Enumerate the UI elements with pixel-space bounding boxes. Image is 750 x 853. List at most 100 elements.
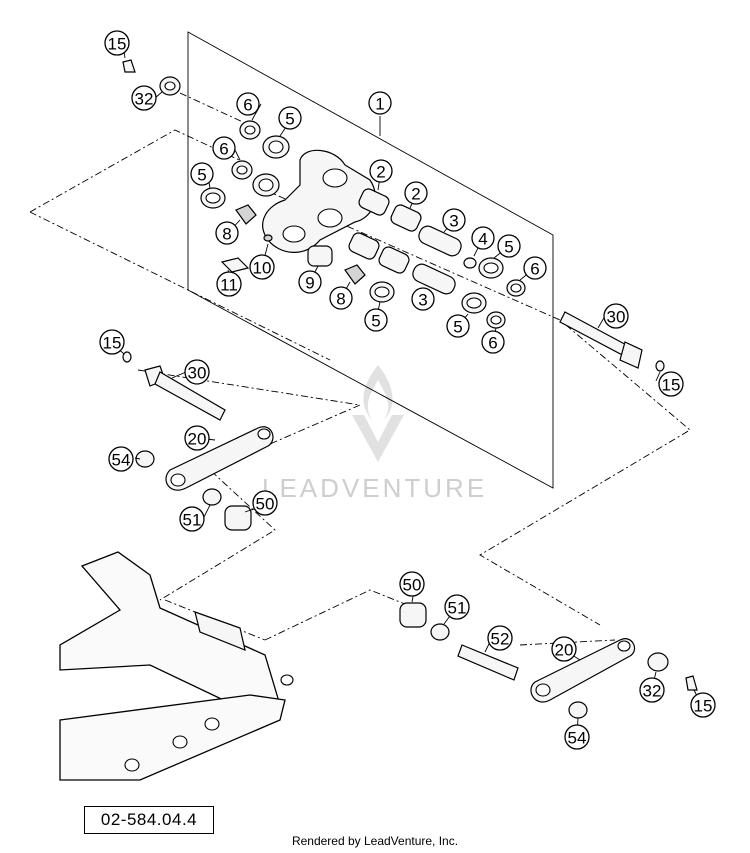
- bolt-30-right: [559, 311, 665, 372]
- callout-number: 50: [256, 495, 275, 514]
- callout-circle: [497, 234, 521, 258]
- callout-11: 11: [216, 271, 242, 297]
- callout-circle: [298, 270, 322, 294]
- callout-54: 54: [108, 446, 134, 472]
- callout-52: 52: [487, 625, 513, 651]
- callout-circle: [236, 92, 260, 116]
- callout-6: 6: [236, 92, 260, 116]
- callout-30: 30: [603, 303, 629, 329]
- callout-circle: [603, 303, 629, 329]
- callout-circle: [184, 359, 210, 385]
- diagram-code-label: 02-584.04.4: [84, 806, 214, 834]
- callout-circle: [481, 330, 505, 354]
- callout-number: 2: [411, 185, 420, 204]
- callout-number: 9: [305, 274, 314, 293]
- callout-number: 32: [643, 682, 662, 701]
- callout-number: 6: [219, 140, 228, 159]
- callout-circle: [131, 85, 157, 111]
- callout-circle: [252, 490, 278, 516]
- callout-circle: [99, 329, 125, 355]
- callout-1: 1: [368, 91, 392, 115]
- callout-2: 2: [369, 159, 393, 183]
- callout-6: 6: [523, 256, 547, 280]
- callout-number: 54: [568, 729, 587, 748]
- callout-6: 6: [481, 330, 505, 354]
- callout-number: 51: [183, 511, 202, 530]
- callout-number: 5: [504, 238, 513, 257]
- callout-circle: [639, 677, 665, 703]
- callout-5: 5: [190, 162, 214, 186]
- callout-number: 6: [530, 260, 539, 279]
- callout-54: 54: [564, 724, 590, 750]
- item-1-group-frame: [187, 31, 554, 489]
- callout-2: 2: [404, 181, 428, 205]
- callout-circle: [108, 446, 134, 472]
- callout-circle: [404, 181, 428, 205]
- callout-5: 5: [446, 314, 470, 338]
- callout-number: 30: [188, 364, 207, 383]
- callout-50: 50: [252, 490, 278, 516]
- callout-number: 15: [662, 376, 681, 395]
- callout-number: 4: [478, 230, 487, 249]
- callout-circle: [444, 594, 470, 620]
- callout-number: 3: [449, 212, 458, 231]
- callout-6: 6: [212, 136, 236, 160]
- callout-number: 52: [491, 630, 510, 649]
- callout-circle: [212, 136, 236, 160]
- callout-number: 50: [403, 576, 422, 595]
- connecting-rod-20-upper: [135, 426, 274, 531]
- callout-circle: [442, 208, 466, 232]
- nut-32-top: [122, 59, 181, 96]
- callout-30: 30: [184, 359, 210, 385]
- callout-4: 4: [471, 226, 495, 250]
- callout-number: 15: [108, 35, 127, 54]
- callout-number: 20: [188, 430, 207, 449]
- callout-circle: [564, 724, 590, 750]
- callout-circle: [658, 371, 684, 397]
- watermark-text: LEADVENTURE: [262, 473, 487, 503]
- callout-9: 9: [298, 270, 322, 294]
- callout-15: 15: [104, 30, 130, 56]
- callout-circle: [104, 30, 130, 56]
- callout-circle: [551, 636, 577, 662]
- callout-number: 30: [607, 308, 626, 327]
- callout-5: 5: [278, 106, 302, 130]
- callout-51: 51: [179, 506, 205, 532]
- callout-32: 32: [639, 677, 665, 703]
- callout-circle: [411, 287, 435, 311]
- callout-circle: [184, 425, 210, 451]
- callout-circle: [190, 162, 214, 186]
- callout-number: 6: [243, 96, 252, 115]
- callout-number: 6: [488, 334, 497, 353]
- callout-8: 8: [215, 221, 239, 245]
- callout-number: 54: [112, 451, 131, 470]
- callout-circle: [446, 314, 470, 338]
- callout-3: 3: [442, 208, 466, 232]
- bushing-parts: [200, 120, 526, 329]
- callout-number: 5: [371, 312, 380, 331]
- callout-circle: [216, 271, 242, 297]
- callout-circle: [399, 571, 425, 597]
- callout-circle: [471, 226, 495, 250]
- callout-circle: [179, 506, 205, 532]
- callout-number: 5: [197, 166, 206, 185]
- callout-circle: [690, 692, 716, 718]
- callout-number: 8: [336, 290, 345, 309]
- callout-circle: [487, 625, 513, 651]
- callout-number: 10: [253, 259, 272, 278]
- callout-32: 32: [131, 85, 157, 111]
- callout-number: 15: [103, 334, 122, 353]
- callout-number: 5: [285, 110, 294, 129]
- callout-number: 3: [418, 291, 427, 310]
- callout-number: 8: [222, 225, 231, 244]
- callout-circle: [278, 106, 302, 130]
- callout-3: 3: [411, 287, 435, 311]
- pull-rod-lever: [262, 149, 376, 253]
- callout-number: 1: [375, 95, 384, 114]
- callout-50: 50: [399, 571, 425, 597]
- callout-20: 20: [184, 425, 210, 451]
- lower-right-parts: [399, 602, 698, 719]
- callout-51: 51: [444, 594, 470, 620]
